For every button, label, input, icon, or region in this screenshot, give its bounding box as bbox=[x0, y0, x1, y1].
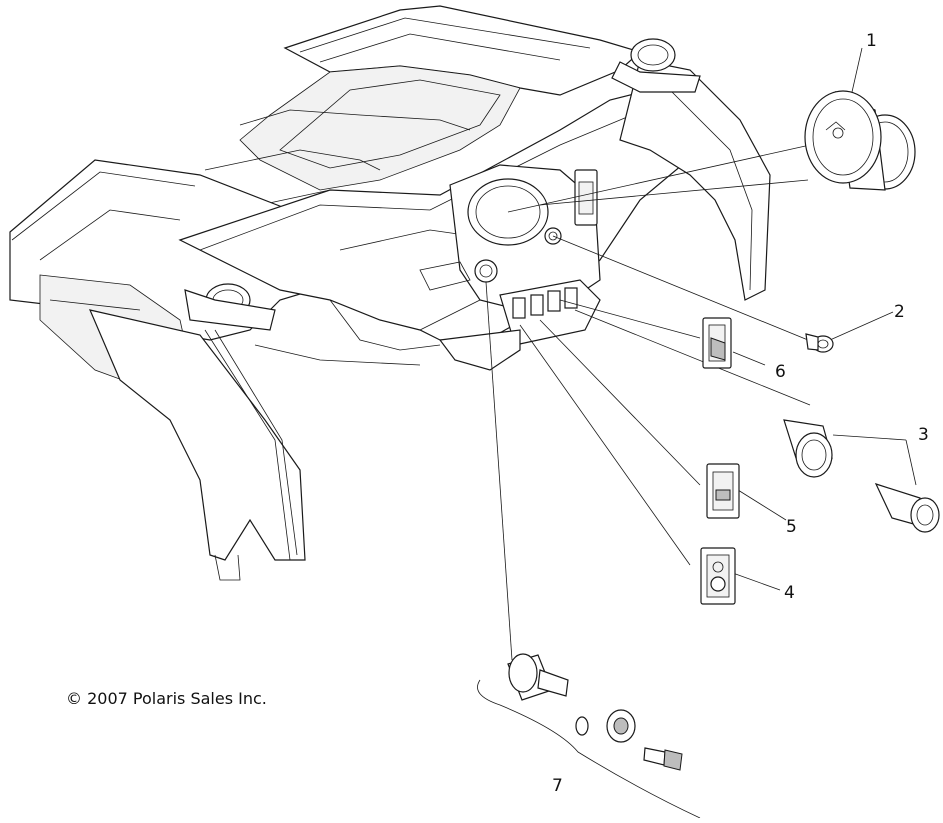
dashboard-assembly bbox=[9, 5, 771, 581]
callout-7: 7 bbox=[552, 776, 563, 796]
knob-part bbox=[805, 333, 834, 353]
callout-4: 4 bbox=[784, 583, 795, 603]
leader-lines bbox=[477, 47, 917, 819]
rocker-switch-5-part bbox=[706, 463, 740, 519]
callout-1: 1 bbox=[866, 31, 877, 51]
copyright-notice: © 2007 Polaris Sales Inc. bbox=[66, 689, 267, 708]
rocker-switch-6-part bbox=[702, 317, 732, 369]
callout-3: 3 bbox=[918, 425, 929, 445]
ignition-switch-kit-part bbox=[507, 653, 683, 771]
speedometer-gauge-part bbox=[804, 90, 916, 191]
rocker-switch-4-part bbox=[700, 547, 736, 605]
callout-6: 6 bbox=[775, 362, 786, 382]
power-outlet-part bbox=[783, 419, 940, 533]
callout-2: 2 bbox=[894, 302, 905, 322]
callout-labels: 1 2 3 4 5 6 7 bbox=[552, 31, 929, 796]
callout-5: 5 bbox=[786, 517, 797, 537]
